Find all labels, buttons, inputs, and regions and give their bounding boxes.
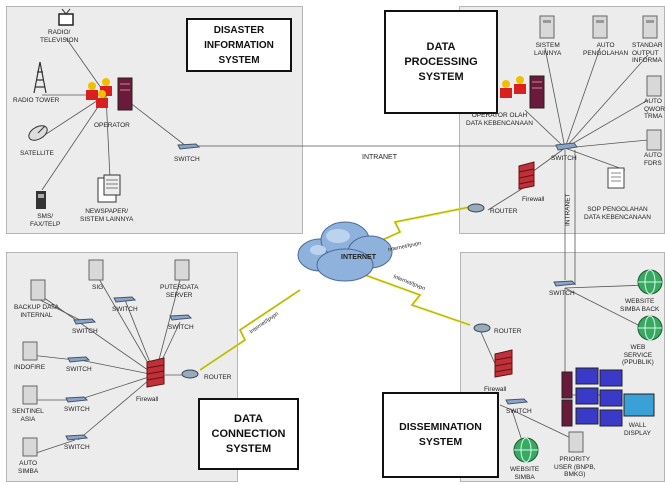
switch-icon: [65, 434, 88, 441]
switch-icon: [177, 143, 200, 150]
newspaper-icon: [97, 174, 121, 203]
sentinel-label: SENTINEL ASIA: [12, 408, 44, 423]
switch-label-dissem-bottom: SWITCH: [506, 408, 532, 415]
server-icon: [539, 15, 555, 39]
router-icon: [181, 369, 199, 379]
firewall-icon: [518, 161, 535, 190]
auto-simba-label: AUTO SIMBA: [18, 460, 39, 475]
firewall-label-dissemination: Firewall: [484, 386, 507, 393]
router-label-processing: ROUTER: [490, 208, 518, 215]
firewall-icon: [494, 349, 513, 378]
router-icon: [467, 203, 485, 213]
globe-icon: [637, 269, 663, 295]
firewall-label-connection: Firewall: [136, 396, 159, 403]
server-icon: [22, 437, 38, 457]
fax-phone-icon: [36, 191, 46, 209]
router-label-dissemination: ROUTER: [494, 328, 522, 335]
data-processing-title: DATA PROCESSING SYSTEM: [384, 10, 498, 114]
switch-label-dissem-top: SWITCH: [549, 290, 575, 297]
intranet-vertical-label: INTRANET: [564, 193, 572, 227]
sms-fax-label: SMS/ FAX/TELP: [30, 213, 61, 228]
server-icon: [174, 259, 190, 281]
switch-icon: [553, 280, 576, 287]
router-icon: [473, 323, 491, 333]
auto-qworp-label: AUTO QWORP TRMA: [644, 98, 665, 120]
wall-display-label: WALL DISPLAY: [624, 422, 651, 437]
website-simba-label: WEBSITE SIMBA: [510, 466, 540, 481]
server-icon: [592, 15, 608, 39]
server-icon: [88, 259, 104, 281]
satellite-icon: [28, 125, 48, 141]
radio-tv-label: RADIO/ TELEVISION: [40, 29, 79, 44]
switch-icon: [65, 396, 88, 403]
server-icon: [568, 431, 584, 453]
dissemination-title: DISSEMINATION SYSTEM: [382, 392, 499, 478]
globe-icon: [637, 315, 663, 341]
operator-icon: [500, 75, 545, 109]
auto-pengolahan-label: AUTO PENGOLAHAN: [583, 42, 629, 57]
priority-user-label: PRIORITY USER (BNPB, BMKG): [554, 456, 596, 478]
switch-label-simba: SWITCH: [64, 444, 90, 451]
switch-icon: [169, 314, 192, 321]
internet-cloud-icon: [297, 221, 393, 282]
firewall-icon: [146, 357, 165, 388]
disaster-info-title: DISASTER INFORMATION SYSTEM: [186, 18, 292, 72]
backup-label: BACKUP DATA INTERNAL: [14, 304, 59, 319]
radio-tower-label: RADIO TOWER: [13, 97, 60, 104]
data-connection-title: DATA CONNECTION SYSTEM: [198, 398, 299, 470]
newspaper-label: NEWSPAPER/ SISTEM LAINNYA: [80, 208, 134, 223]
puterdata-label: PUTERDATA SERVER: [160, 284, 199, 299]
server-icon: [646, 129, 662, 151]
radio-tower-icon: [33, 61, 47, 94]
firewall-label-processing: Firewall: [522, 196, 545, 203]
sop-label: SOP PENGOLAHAN DATA KEBENCANAAN: [584, 206, 651, 221]
switch-icon: [73, 318, 96, 325]
standar-output-label: STANDAR OUTPUT INFORMA: [632, 42, 663, 64]
switch-icon: [67, 356, 90, 363]
switch-icon: [113, 296, 136, 303]
auto-fdrs-label: AUTO FDRS: [644, 152, 662, 167]
document-icon: [607, 167, 625, 189]
sistem-lainnya-label: SISTEM LAINNYA: [534, 42, 562, 57]
operator-olah-label: OPERATOR OLAH DATA KEBENCANAAN: [466, 112, 533, 127]
operator-icon: [86, 77, 133, 111]
router-label-connection: ROUTER: [204, 374, 232, 381]
server-icon: [642, 15, 658, 39]
switch-label-processing: SWITCH: [551, 155, 577, 162]
tv-icon: [58, 8, 74, 26]
switch-label-sig: SWITCH: [112, 306, 138, 313]
satellite-label: SATELLITE: [20, 150, 54, 157]
switch-label-disaster: SWITCH: [174, 156, 200, 163]
operator-label: OPERATOR: [94, 122, 130, 129]
switch-icon: [555, 142, 578, 151]
server-icon: [646, 75, 662, 97]
switch-icon: [505, 398, 528, 405]
indofire-label: INDOFIRE: [14, 364, 46, 371]
switch-label-backup: SWITCH: [72, 328, 98, 335]
switch-label-puterdata: SWITCH: [168, 324, 194, 331]
internet-label: INTERNET: [341, 254, 376, 261]
switch-label-indofire: SWITCH: [66, 366, 92, 373]
switch-label-sentinel: SWITCH: [64, 406, 90, 413]
server-icon: [22, 385, 38, 405]
intranet-label: INTRANET: [362, 154, 397, 161]
sig-label: SIG: [92, 284, 104, 291]
server-icon: [30, 279, 46, 301]
web-service-label: WEB SERVICE (PPUBLIK): [622, 344, 654, 366]
website-simba-back-label: WEBSITE SIMBA BACK: [620, 298, 660, 313]
server-icon: [22, 341, 38, 361]
wall-display-icon: [561, 367, 655, 427]
globe-icon: [513, 437, 539, 463]
